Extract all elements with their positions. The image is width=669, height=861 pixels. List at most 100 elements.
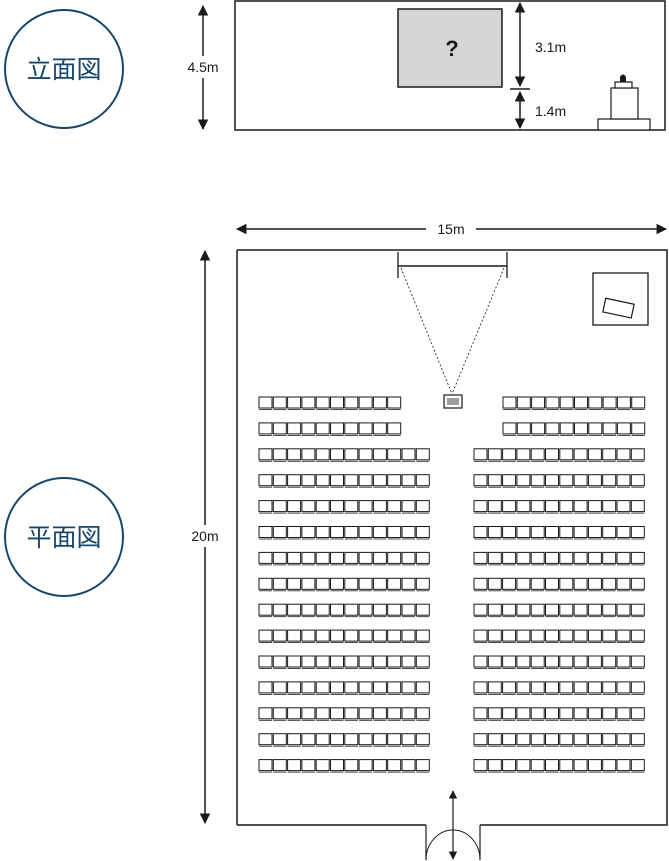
seat-right: [559, 474, 574, 488]
seat-right: [573, 577, 588, 592]
seat-right: [516, 603, 531, 618]
seat-left: [358, 707, 373, 721]
seat-right: [602, 396, 617, 410]
seat-right: [530, 448, 545, 462]
seat-left: [287, 526, 302, 540]
seat-right: [602, 577, 617, 592]
seat-left: [344, 629, 359, 643]
seat-left: [272, 396, 287, 410]
seat-left: [372, 707, 387, 721]
seat-right: [530, 733, 545, 747]
seat-left: [415, 551, 430, 566]
seat-left: [401, 707, 416, 721]
seat-right: [530, 759, 545, 773]
seat-right: [516, 733, 531, 747]
seat-right: [587, 759, 602, 773]
seat-left: [287, 603, 302, 618]
seat-left: [330, 474, 344, 488]
seat-right: [587, 577, 602, 592]
seat-left: [415, 448, 430, 462]
seat-right: [573, 500, 588, 514]
seat-left: [372, 422, 387, 436]
seat-right: [516, 577, 531, 592]
seat-right: [473, 526, 488, 540]
seat-left: [301, 474, 316, 488]
seat-left: [330, 396, 344, 410]
seat-right: [559, 526, 574, 540]
seat-right: [473, 603, 488, 618]
seat-right: [473, 551, 488, 566]
seat-left: [301, 629, 316, 643]
seat-right: [559, 500, 574, 514]
seat-left: [358, 526, 373, 540]
seat-left: [301, 681, 316, 695]
seat-left: [301, 759, 316, 773]
seat-right: [502, 707, 517, 721]
seat-left: [358, 474, 373, 488]
seat-left: [401, 474, 416, 488]
seat-right: [616, 396, 631, 410]
seat-right: [574, 396, 588, 410]
seat-left: [258, 577, 273, 592]
elevation-badge: 立面図: [4, 9, 124, 129]
seat-right: [602, 422, 617, 436]
elevation-view: 4.5m ? 3.1m 1.4m: [176, 0, 666, 131]
seat-left: [301, 603, 316, 618]
seat-left: [387, 681, 402, 695]
seat-right: [559, 577, 574, 592]
seat-right: [573, 474, 588, 488]
seat-left: [372, 603, 387, 618]
seat-right: [602, 551, 617, 566]
seat-right: [487, 681, 502, 695]
seat-left: [330, 422, 344, 436]
seat-left: [372, 500, 387, 514]
seat-left: [330, 551, 344, 566]
seat-right: [616, 733, 631, 747]
seat-left: [372, 629, 387, 643]
seat-right: [587, 448, 602, 462]
seat-right: [587, 603, 602, 618]
podium-top: [614, 81, 633, 89]
seat-left: [287, 759, 302, 773]
seat-left: [315, 396, 330, 410]
seat-right: [630, 474, 645, 488]
room-width-label-bg: [426, 218, 476, 240]
seat-left: [387, 655, 402, 669]
seat-left: [415, 629, 430, 643]
seat-right: [573, 681, 588, 695]
seat-left: [258, 500, 273, 514]
plan-badge-circle: [4, 477, 124, 597]
seat-left: [330, 759, 344, 773]
seat-left: [315, 707, 330, 721]
seat-left: [272, 551, 287, 566]
seat-right: [630, 500, 645, 514]
seat-right: [487, 500, 502, 514]
seat-left: [372, 551, 387, 566]
seat-left: [358, 759, 373, 773]
seat-right: [616, 422, 631, 436]
seat-left: [358, 681, 373, 695]
seat-right: [602, 759, 617, 773]
seat-left: [358, 655, 373, 669]
seat-left: [287, 733, 302, 747]
seat-left: [287, 448, 302, 462]
seat-right: [602, 603, 617, 618]
seat-left: [272, 422, 287, 436]
seat-left: [301, 396, 316, 410]
seat-right: [573, 655, 588, 669]
seat-right: [602, 707, 617, 721]
seat-right: [502, 577, 517, 592]
seat-right: [559, 603, 574, 618]
seat-right: [631, 422, 646, 436]
seat-right: [473, 629, 488, 643]
seat-right: [545, 733, 559, 747]
seat-left: [401, 603, 416, 618]
podium-lectern: [610, 87, 639, 120]
podium-elevation: [597, 74, 651, 131]
seat-right: [545, 422, 560, 436]
seat-right: [516, 655, 531, 669]
seat-left: [272, 655, 287, 669]
seat-right: [487, 733, 502, 747]
seat-right: [502, 681, 517, 695]
